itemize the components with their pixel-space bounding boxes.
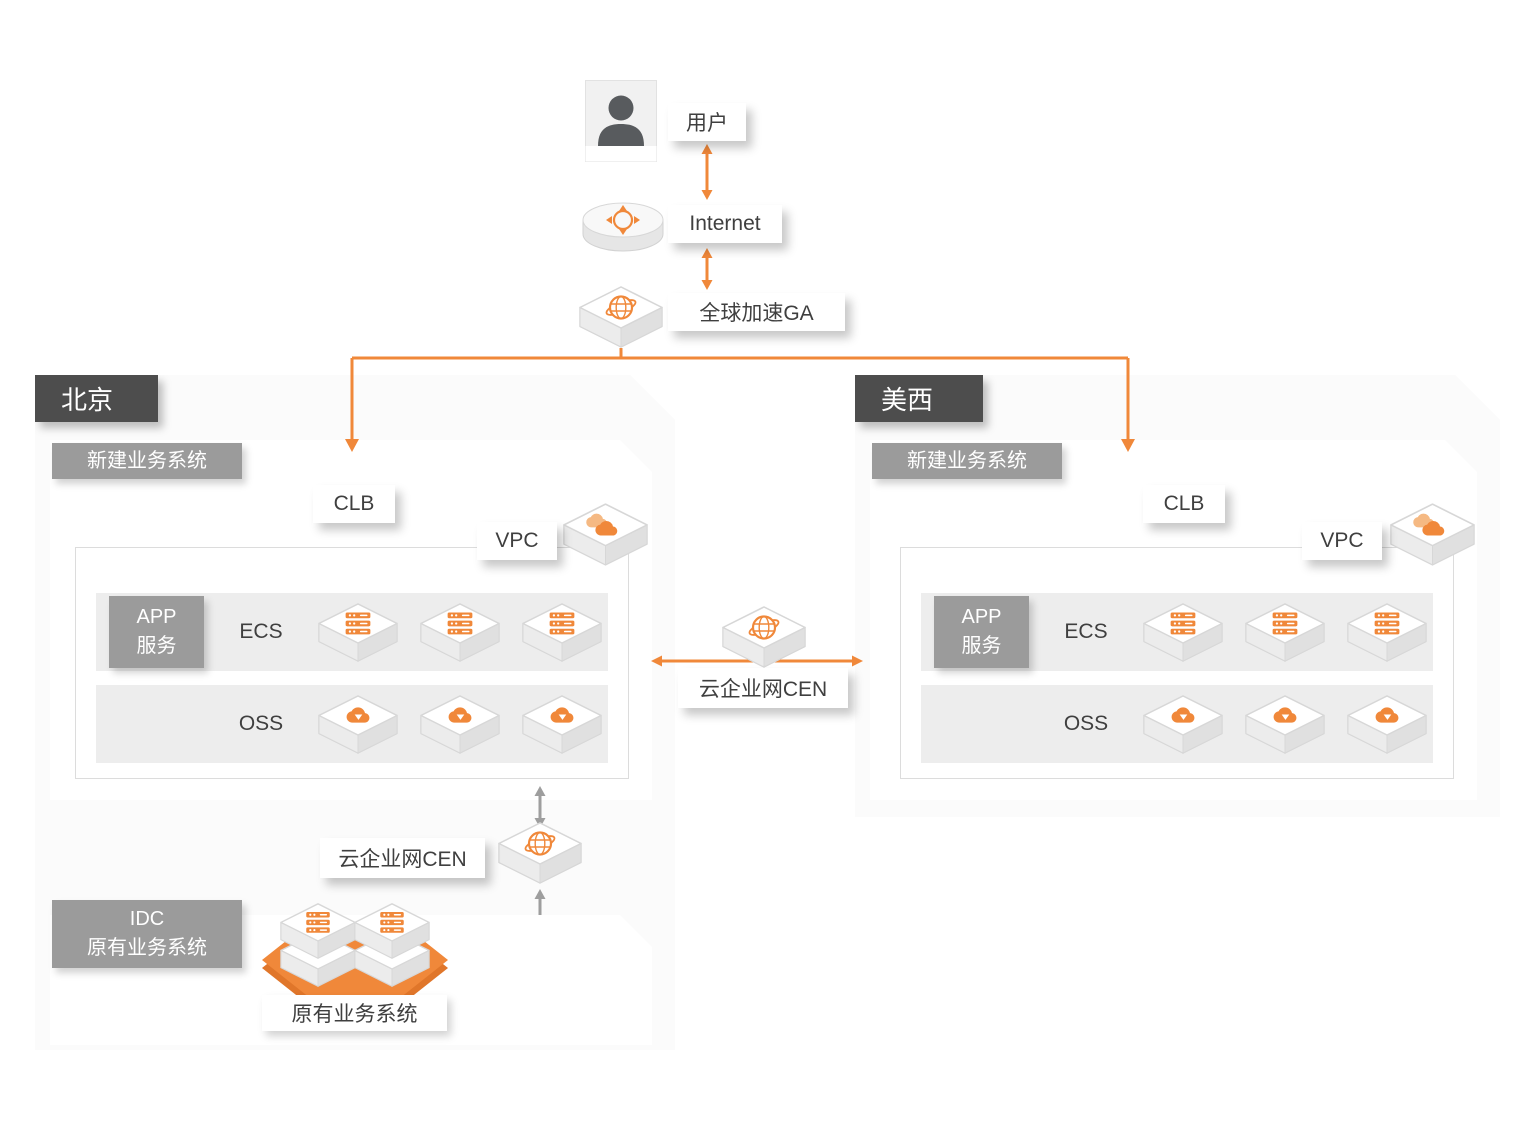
- uswest-system-box: 新建业务系统 CLB APP 服务 ECS OSS: [870, 440, 1477, 800]
- ecs-icon: [318, 603, 398, 662]
- oss-icon: [420, 695, 500, 754]
- ecs-icon: [522, 603, 602, 662]
- uswest-oss-row: OSS: [921, 685, 1433, 763]
- internet-label: Internet: [668, 205, 782, 243]
- uswest-system-label: 新建业务系统: [872, 443, 1062, 479]
- beijing-cen-label: 云企业网CEN: [320, 838, 485, 878]
- oss-icon: [522, 695, 602, 754]
- arrow-user-internet: [701, 144, 713, 200]
- center-cen-label: 云企业网CEN: [678, 668, 848, 708]
- uswest-vpc-box: APP 服务 ECS OSS: [900, 547, 1454, 779]
- region-uswest: 美西 新建业务系统 CLB APP 服务 ECS OSS: [855, 375, 1500, 817]
- cen-icon: [498, 822, 582, 884]
- beijing-idc-label: IDC 原有业务系统: [52, 900, 242, 968]
- oss-icon: [1143, 695, 1223, 754]
- region-beijing: 北京 新建业务系统 CLB APP 服务 ECS OSS: [35, 375, 675, 1050]
- internet-icon: [582, 202, 664, 252]
- beijing-system-box: 新建业务系统 CLB APP 服务 ECS OSS: [50, 440, 652, 800]
- beijing-vpc-box: APP 服务 ECS OSS: [75, 547, 629, 779]
- beijing-ecs-row: APP 服务 ECS: [96, 593, 608, 671]
- beijing-ecs-label: ECS: [239, 620, 283, 643]
- user-label: 用户: [668, 103, 746, 141]
- uswest-ecs-row: APP 服务 ECS: [921, 593, 1433, 671]
- ecs-icon: [1347, 603, 1427, 662]
- ecs-icon: [1143, 603, 1223, 662]
- cen-icon: [722, 606, 806, 668]
- uswest-clb-label: CLB: [1143, 485, 1225, 523]
- uswest-oss-label: OSS: [1063, 712, 1109, 735]
- ecs-icon: [1245, 603, 1325, 662]
- ga-icon: [579, 286, 663, 348]
- user-icon: [585, 80, 657, 162]
- ecs-icon: [420, 603, 500, 662]
- region-beijing-tab: 北京: [35, 375, 158, 422]
- beijing-oss-row: OSS: [96, 685, 608, 763]
- beijing-legacy-label: 原有业务系统: [262, 995, 447, 1031]
- beijing-app-label: APP 服务: [109, 596, 204, 668]
- ga-fanout-connector: [345, 348, 1135, 452]
- legacy-server-icon: [354, 903, 430, 959]
- region-uswest-tab: 美西: [855, 375, 983, 422]
- vpc-icon: [563, 503, 648, 566]
- uswest-vpc-label: VPC: [1302, 522, 1382, 560]
- oss-icon: [318, 695, 398, 754]
- uswest-ecs-label: ECS: [1064, 620, 1108, 643]
- oss-icon: [1245, 695, 1325, 754]
- legacy-server-icon: [280, 903, 356, 959]
- beijing-system-label: 新建业务系统: [52, 443, 242, 479]
- vpc-icon: [1390, 503, 1475, 566]
- beijing-clb-label: CLB: [313, 485, 395, 523]
- oss-icon: [1347, 695, 1427, 754]
- arrow-internet-ga: [701, 248, 713, 290]
- uswest-app-label: APP 服务: [934, 596, 1029, 668]
- beijing-oss-label: OSS: [238, 712, 284, 735]
- beijing-vpc-label: VPC: [477, 522, 557, 560]
- ga-label: 全球加速GA: [668, 293, 845, 331]
